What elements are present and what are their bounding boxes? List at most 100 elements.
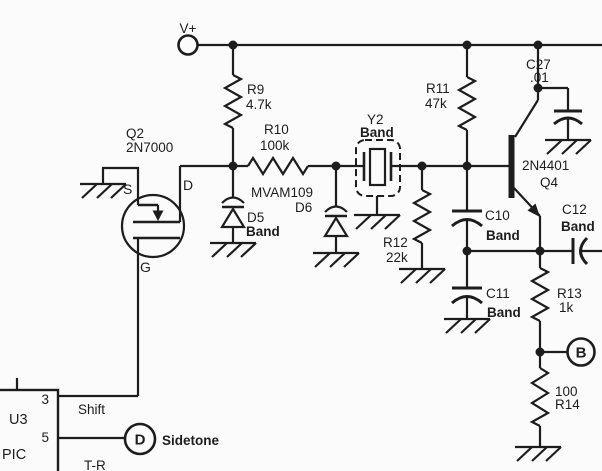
capacitor-c27: C27 .01 (526, 57, 593, 156)
y2-ref: Y2 (367, 112, 384, 127)
y2-band-label: Band (360, 125, 394, 140)
resistor-r9: R9 4.7k (222, 45, 272, 165)
q2-arrow-head (152, 210, 164, 221)
d5-anode-triangle (220, 206, 246, 229)
r9-body (222, 74, 244, 129)
junction-dot (331, 161, 341, 171)
mosfet-q2: Q2 2N7000 S D G (78, 126, 233, 396)
r11-ref: R11 (426, 81, 450, 96)
d6-cap-arc (324, 205, 348, 213)
ground-d5 (208, 241, 258, 259)
ground-source (78, 182, 128, 200)
resistor-r10: R10 100k (233, 122, 336, 177)
r11-value: 47k (425, 96, 447, 111)
terminal-d-sidetone: D Sidetone (123, 422, 219, 456)
shift-net-label: Shift (78, 402, 105, 417)
sidetone-net-label: Sidetone (162, 433, 219, 448)
capacitor-c11: C11 Band (442, 251, 521, 335)
ground-c27 (543, 138, 593, 156)
ground-c11 (442, 317, 492, 335)
u3-body (0, 388, 60, 471)
q4-emitter-arrow (527, 203, 540, 217)
junction-dot (228, 161, 238, 171)
junction-dot (535, 246, 545, 256)
ground-r12 (397, 267, 447, 285)
junction-dot (535, 347, 545, 357)
d6-part: MVAM109 (251, 185, 313, 200)
r13-value: 1k (559, 300, 574, 315)
t-r-net-label: T-R (84, 458, 106, 471)
y2-crystal-body (368, 147, 387, 187)
d5-cap-arc (221, 196, 245, 204)
resistor-r13: R13 1k (529, 251, 582, 352)
junction-dot (533, 83, 543, 93)
q2-ref: Q2 (126, 126, 144, 141)
c27-bottom-plate (553, 116, 583, 126)
junction-dot (462, 40, 472, 50)
q2-pin-d: D (183, 177, 193, 193)
d-terminal-circle (123, 422, 157, 456)
varactor-d5: D5 Band (208, 166, 280, 259)
d6-anode-triangle (323, 215, 349, 238)
d6-ref: D6 (295, 200, 312, 215)
junction-dot (417, 161, 427, 171)
q2-part: 2N7000 (126, 140, 173, 155)
crystal-y2: Y2 Band (336, 112, 422, 231)
u3-pin3-number: 3 (41, 392, 49, 407)
c11-bottom-plate (451, 295, 483, 305)
resistor-r14: 100 R14 (513, 352, 580, 463)
d5-band-label: Band (246, 224, 280, 239)
c10-ref: C10 (485, 208, 510, 223)
r10-ref: R10 (264, 122, 289, 137)
junction-dot (462, 246, 472, 256)
y2-dashed-outline (355, 139, 401, 197)
d5-ref: D5 (247, 210, 264, 225)
r13-ref: R13 (557, 286, 582, 301)
r10-value: 100k (260, 138, 290, 153)
c11-band-label: Band (487, 305, 521, 320)
r9-ref: R9 (247, 82, 264, 97)
c12-band-label: Band (561, 219, 595, 234)
r10-body (247, 155, 309, 177)
r12-ref: R12 (383, 235, 408, 250)
terminal-b: B (540, 337, 596, 367)
c12-right-plate (579, 236, 589, 266)
q4-base-bar (508, 135, 515, 198)
junction-dot (462, 161, 472, 171)
q2-drain-wire (178, 164, 233, 222)
r11-body (456, 76, 478, 131)
vplus-terminal (177, 34, 199, 56)
q2-source-wire (101, 166, 140, 205)
vplus-label: V+ (180, 21, 197, 36)
b-terminal-label: B (576, 345, 587, 362)
ground-y2 (352, 213, 402, 231)
r13-body (529, 267, 551, 322)
ic-u3: 3 5 U3 PIC Shift T-R (0, 378, 138, 471)
junction-dot (533, 40, 543, 50)
resistor-r12: R12 22k (383, 166, 447, 285)
c10-band-label: Band (486, 228, 520, 243)
r9-value: 4.7k (246, 97, 272, 112)
r14-body (529, 367, 551, 427)
c12-ref: C12 (562, 202, 587, 217)
c27-value: .01 (530, 70, 549, 85)
b-terminal-circle (566, 337, 596, 367)
q2-body-circle (120, 193, 186, 259)
u3-part: PIC (2, 447, 26, 463)
q4-part: 2N4401 (522, 158, 569, 173)
r14-ref: R14 (555, 397, 580, 412)
r12-body (411, 189, 433, 244)
ground-r14 (513, 445, 563, 463)
c27-ref: C27 (526, 57, 551, 72)
junction-dot (228, 40, 238, 50)
c11-ref: C11 (486, 286, 510, 301)
capacitor-c12: C12 Band (540, 202, 602, 266)
c10-bottom-plate (451, 218, 483, 228)
y2-leads (336, 164, 422, 215)
u3-ref: U3 (9, 412, 28, 428)
junction-dots (228, 40, 545, 357)
q2-pin-s: S (123, 181, 132, 197)
varactor-d6: MVAM109 D6 (251, 166, 361, 269)
